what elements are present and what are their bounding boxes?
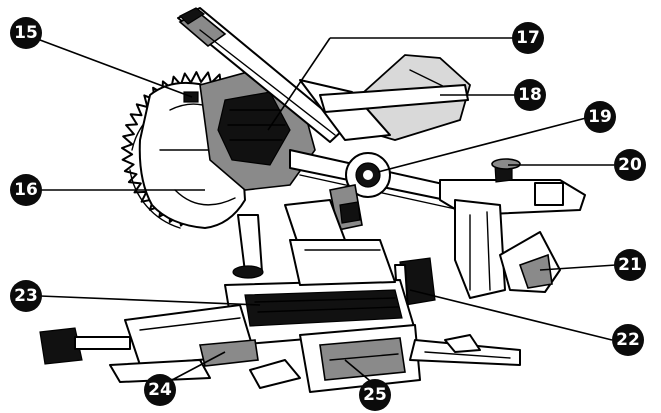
- svg-text:25: 25: [363, 385, 387, 405]
- svg-text:20: 20: [618, 155, 642, 175]
- callout-23: 23: [10, 280, 42, 312]
- svg-text:17: 17: [516, 28, 540, 48]
- callout-20: 20: [614, 149, 646, 181]
- callout-16: 16: [10, 174, 42, 206]
- callout-22: 22: [612, 324, 644, 356]
- svg-text:18: 18: [518, 85, 542, 105]
- svg-text:24: 24: [148, 380, 172, 400]
- svg-text:22: 22: [616, 330, 640, 350]
- base-left: [39, 304, 301, 389]
- extension-wing: [499, 231, 561, 293]
- pivot-arm: [232, 199, 346, 279]
- svg-text:16: 16: [14, 180, 38, 200]
- callout-17: 17: [512, 22, 544, 54]
- svg-text:15: 15: [14, 23, 38, 43]
- callout-19: 19: [584, 101, 616, 133]
- callout-24: 24: [144, 374, 176, 406]
- callout-25: 25: [359, 379, 391, 411]
- front-extension: [299, 324, 521, 393]
- callout-21: 21: [614, 249, 646, 281]
- svg-text:21: 21: [618, 255, 642, 275]
- callout-15: 15: [10, 17, 42, 49]
- fence-assembly: [439, 158, 586, 299]
- callout-18: 18: [514, 79, 546, 111]
- svg-text:19: 19: [588, 107, 612, 127]
- svg-text:23: 23: [14, 286, 38, 306]
- leader-lines: [39, 37, 617, 386]
